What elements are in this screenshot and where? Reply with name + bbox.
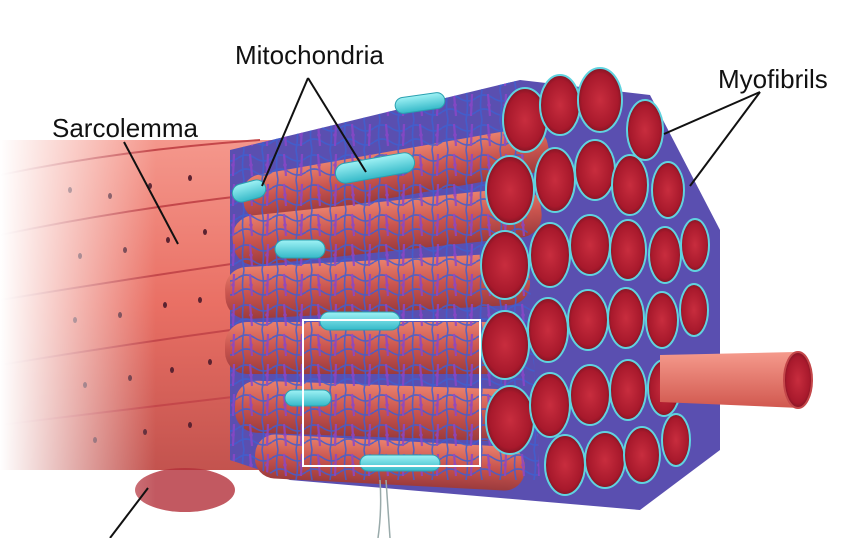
- mitochondria-leader-2: [307, 77, 367, 173]
- nerve-fiber: [660, 351, 813, 409]
- leader-lines: [109, 77, 761, 538]
- myofibrils-label: Myofibrils: [718, 64, 828, 94]
- nucleus-leader: [109, 487, 149, 538]
- strand-lines: [377, 479, 391, 538]
- highlight-box: [302, 319, 481, 467]
- sarcolemma-leader: [123, 141, 179, 245]
- mitochondria-leader-1: [261, 77, 309, 187]
- myofibrils-leader-1: [663, 91, 761, 135]
- myofibril-cross-sections: [480, 67, 710, 496]
- sarcolemma-label: Sarcolemma: [52, 113, 198, 143]
- mitochondria-label: Mitochondria: [235, 40, 384, 70]
- myofibrils-leader-2: [689, 91, 761, 187]
